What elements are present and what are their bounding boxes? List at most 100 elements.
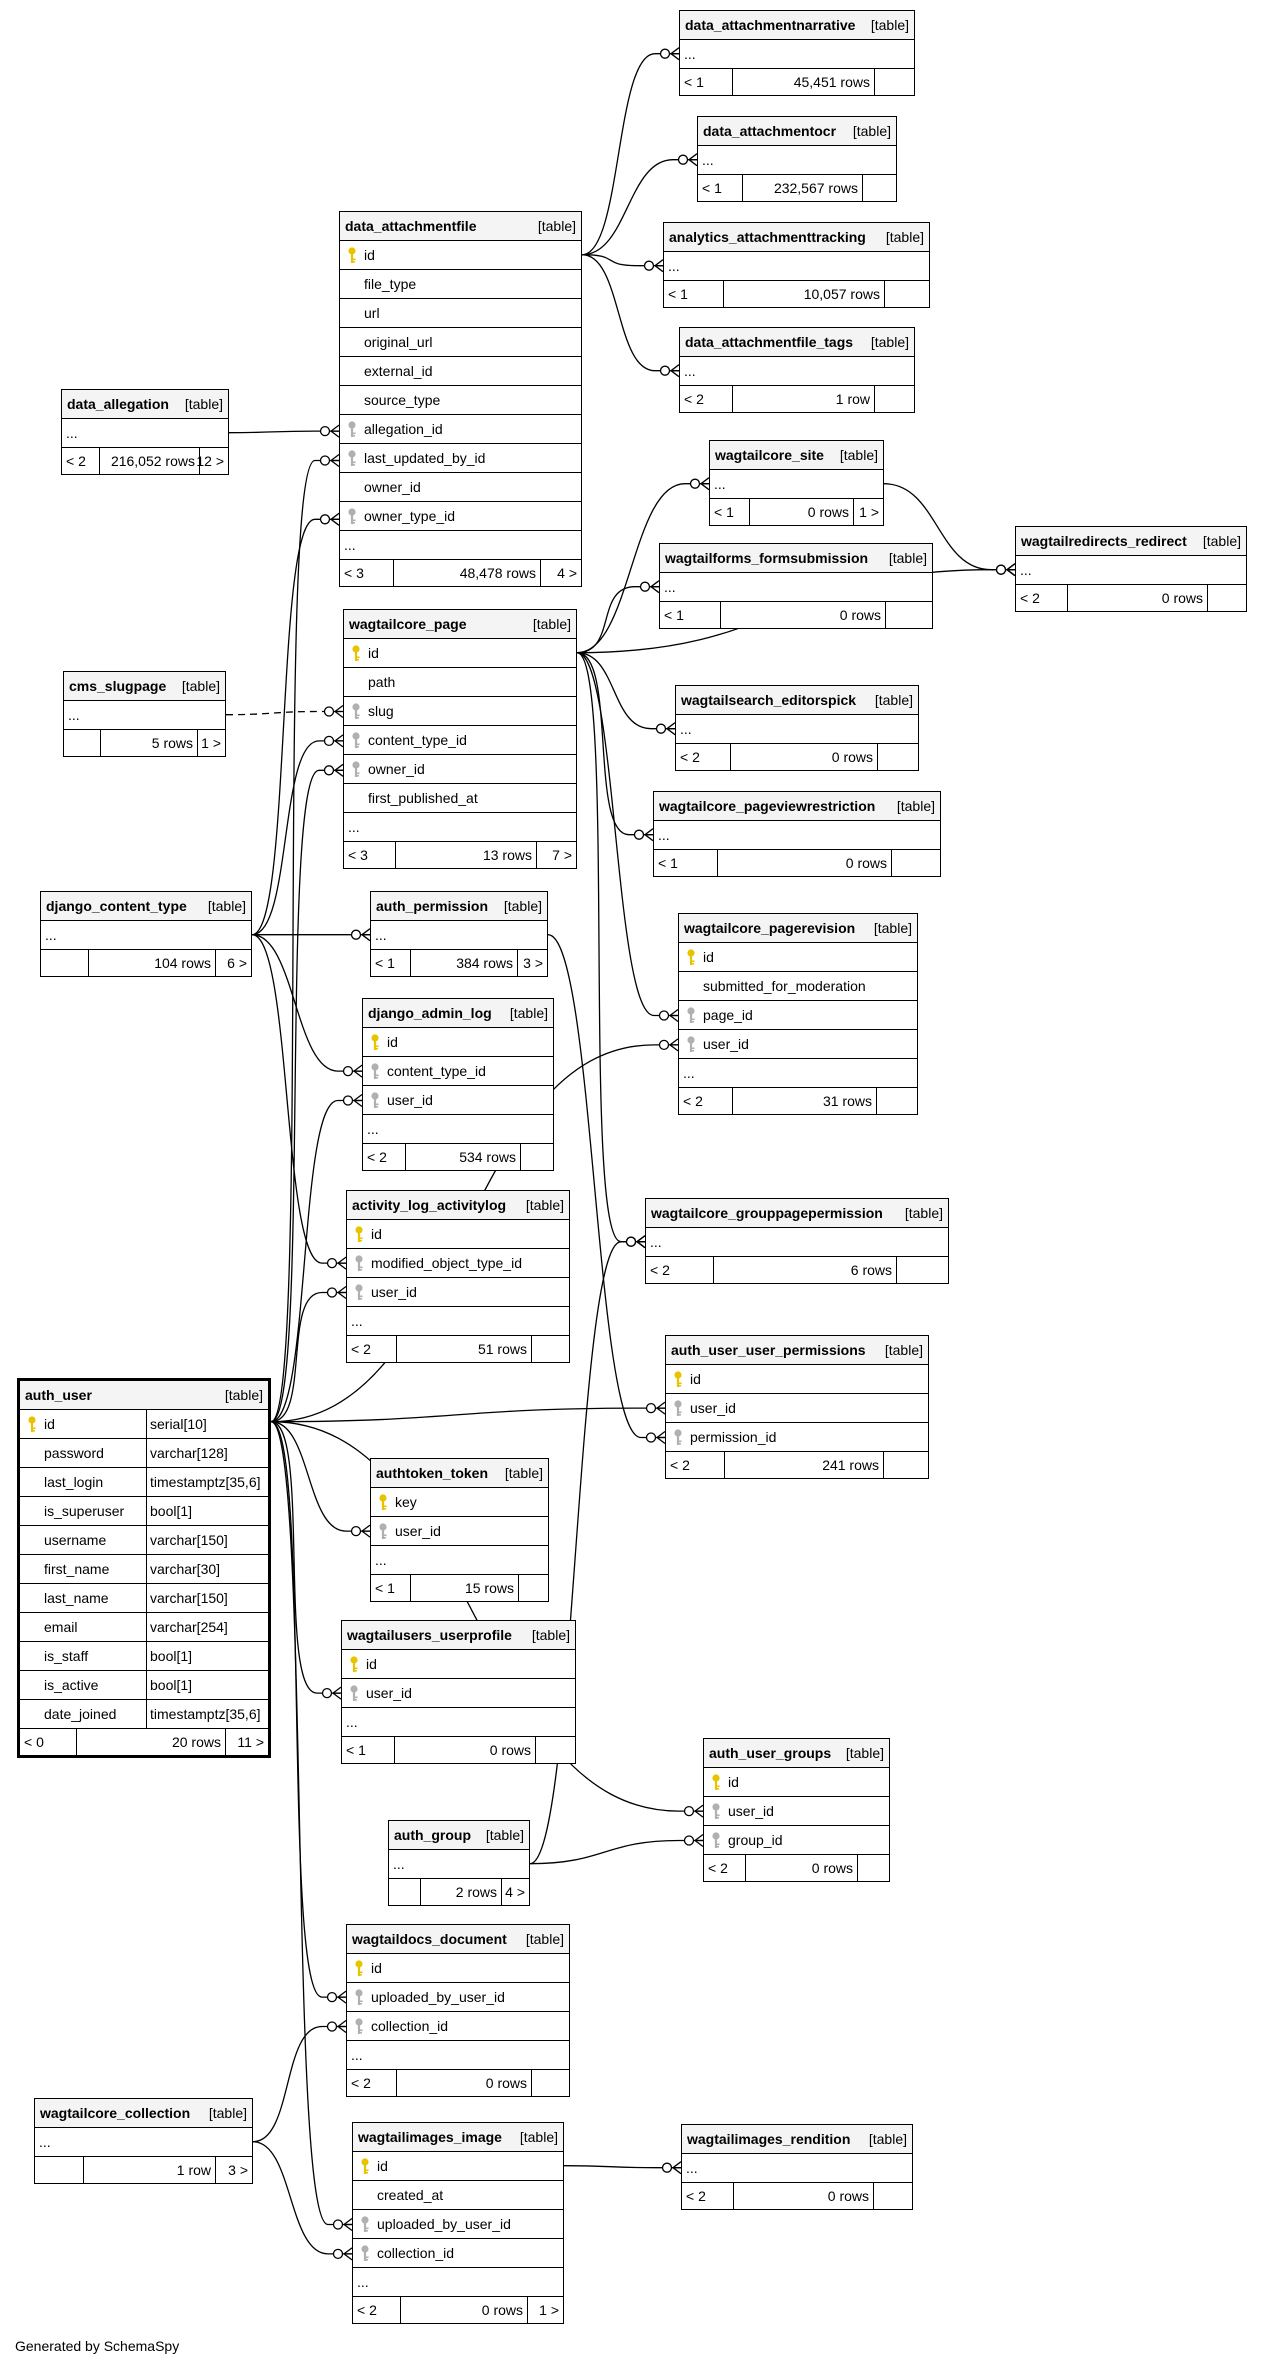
table-wagtailimages-rendition[interactable]: wagtailimages_rendition [table] ... < 2 … (681, 2124, 913, 2210)
children-count[interactable] (874, 386, 914, 412)
parents-count[interactable]: < 1 (668, 286, 688, 302)
table-header[interactable]: wagtailimages_image [table] (353, 2123, 563, 2152)
parents-count[interactable]: < 2 (708, 1860, 728, 1876)
column-row[interactable]: user_id (342, 1679, 575, 1708)
table-data-attachmentnarrative[interactable]: data_attachmentnarrative [table] ... < 1… (679, 10, 915, 96)
table-django-admin-log[interactable]: django_admin_log [table] id content_type… (362, 998, 554, 1171)
table-cms-slugpage[interactable]: cms_slugpage [table] ... 5 rows 1 > (63, 671, 226, 757)
column-row[interactable]: ... (680, 40, 914, 69)
column-row[interactable]: id (353, 2152, 563, 2181)
column-row[interactable]: date_joined timestamptz[35,6] (20, 1700, 268, 1729)
table-header[interactable]: wagtailcore_page [table] (344, 610, 576, 639)
column-row[interactable]: path (344, 668, 576, 697)
column-row[interactable]: id (704, 1768, 889, 1797)
column-row[interactable]: id (344, 639, 576, 668)
column-row[interactable]: ... (389, 1850, 529, 1879)
children-count[interactable]: 1 > (527, 2297, 563, 2323)
table-header[interactable]: wagtailcore_site [table] (710, 441, 883, 470)
parents-count[interactable]: < 3 (348, 847, 368, 863)
table-auth-user-user-permissions[interactable]: auth_user_user_permissions [table] id us… (665, 1335, 929, 1479)
table-header[interactable]: django_admin_log [table] (363, 999, 553, 1028)
table-header[interactable]: wagtailcore_pagerevision [table] (679, 914, 917, 943)
column-row[interactable]: uploaded_by_user_id (353, 2210, 563, 2239)
column-row[interactable]: ... (62, 419, 228, 448)
column-row[interactable]: submitted_for_moderation (679, 972, 917, 1001)
column-row[interactable]: ... (35, 2128, 252, 2157)
column-row[interactable]: owner_id (340, 473, 581, 502)
children-count[interactable]: 7 > (536, 842, 576, 868)
parents-count[interactable]: < 2 (683, 1093, 703, 1109)
column-row[interactable]: is_superuser bool[1] (20, 1497, 268, 1526)
table-wagtailusers-userprofile[interactable]: wagtailusers_userprofile [table] id user… (341, 1620, 576, 1764)
column-row[interactable]: last_updated_by_id (340, 444, 581, 473)
column-row[interactable]: ... (347, 1307, 569, 1336)
table-header[interactable]: wagtailcore_pageviewrestriction [table] (654, 792, 940, 821)
table-wagtailredirects-redirect[interactable]: wagtailredirects_redirect [table] ... < … (1015, 526, 1247, 612)
column-row[interactable]: last_name varchar[150] (20, 1584, 268, 1613)
column-row[interactable]: collection_id (353, 2239, 563, 2268)
column-row[interactable]: allegation_id (340, 415, 581, 444)
table-header[interactable]: wagtailcore_collection [table] (35, 2099, 252, 2128)
column-row[interactable]: content_type_id (363, 1057, 553, 1086)
parents-count[interactable]: < 1 (702, 180, 722, 196)
column-row[interactable]: ... (363, 1115, 553, 1144)
children-count[interactable] (891, 850, 940, 876)
table-header[interactable]: data_attachmentnarrative [table] (680, 11, 914, 40)
column-row[interactable]: id (666, 1365, 928, 1394)
table-wagtailcore-pagerevision[interactable]: wagtailcore_pagerevision [table] id subm… (678, 913, 918, 1115)
column-row[interactable]: ... (660, 573, 932, 602)
parents-count[interactable]: < 1 (684, 74, 704, 90)
table-header[interactable]: auth_group [table] (389, 1821, 529, 1850)
table-data-allegation[interactable]: data_allegation [table] ... < 2 216,052 … (61, 389, 229, 475)
children-count[interactable] (883, 1452, 928, 1478)
table-auth-user[interactable]: auth_user [table] id serial[10] password… (17, 1378, 271, 1758)
column-row[interactable]: ... (344, 813, 576, 842)
children-count[interactable]: 6 > (215, 950, 251, 976)
column-row[interactable]: id (679, 943, 917, 972)
parents-count[interactable] (35, 2157, 83, 2183)
table-header[interactable]: cms_slugpage [table] (64, 672, 225, 701)
column-row[interactable]: modified_object_type_id (347, 1249, 569, 1278)
column-row[interactable]: user_id (666, 1394, 928, 1423)
children-count[interactable]: 1 > (853, 499, 883, 525)
column-row[interactable]: user_id (679, 1030, 917, 1059)
parents-count[interactable]: < 3 (344, 565, 364, 581)
column-row[interactable]: username varchar[150] (20, 1526, 268, 1555)
table-header[interactable]: wagtaildocs_document [table] (347, 1925, 569, 1954)
table-wagtailsearch-editorspick[interactable]: wagtailsearch_editorspick [table] ... < … (675, 685, 919, 771)
table-header[interactable]: data_allegation [table] (62, 390, 228, 419)
column-row[interactable]: id (347, 1220, 569, 1249)
table-wagtailcore-site[interactable]: wagtailcore_site [table] ... < 1 0 rows … (709, 440, 884, 526)
parents-count[interactable]: < 2 (686, 2188, 706, 2204)
column-row[interactable]: original_url (340, 328, 581, 357)
column-row[interactable]: content_type_id (344, 726, 576, 755)
column-row[interactable]: user_id (371, 1517, 548, 1546)
parents-count[interactable]: < 2 (670, 1457, 690, 1473)
column-row[interactable]: id (340, 241, 581, 270)
column-row[interactable]: ... (340, 531, 581, 560)
column-row[interactable]: ... (342, 1708, 575, 1737)
children-count[interactable] (857, 1855, 889, 1881)
column-row[interactable]: user_id (363, 1086, 553, 1115)
column-row[interactable]: ... (41, 921, 251, 950)
parents-count[interactable] (64, 730, 100, 756)
column-row[interactable]: id (342, 1650, 575, 1679)
table-header[interactable]: auth_user_user_permissions [table] (666, 1336, 928, 1365)
column-row[interactable]: ... (654, 821, 940, 850)
column-row[interactable]: id serial[10] (20, 1410, 268, 1439)
children-count[interactable]: 12 > (196, 448, 228, 474)
column-row[interactable]: user_id (347, 1278, 569, 1307)
children-count[interactable]: 1 > (197, 730, 225, 756)
parents-count[interactable]: < 2 (351, 2075, 371, 2091)
parents-count[interactable]: < 1 (375, 1580, 395, 1596)
table-auth-user-groups[interactable]: auth_user_groups [table] id user_id grou… (703, 1738, 890, 1882)
children-count[interactable]: 3 > (215, 2157, 252, 2183)
table-data-attachmentocr[interactable]: data_attachmentocr [table] ... < 1 232,5… (697, 116, 897, 202)
column-row[interactable]: url (340, 299, 581, 328)
table-django-content-type[interactable]: django_content_type [table] ... 104 rows… (40, 891, 252, 977)
table-header[interactable]: wagtailredirects_redirect [table] (1016, 527, 1246, 556)
children-count[interactable] (885, 602, 932, 628)
column-row[interactable]: id (363, 1028, 553, 1057)
column-row[interactable]: is_staff bool[1] (20, 1642, 268, 1671)
table-header[interactable]: wagtailforms_formsubmission [table] (660, 544, 932, 573)
